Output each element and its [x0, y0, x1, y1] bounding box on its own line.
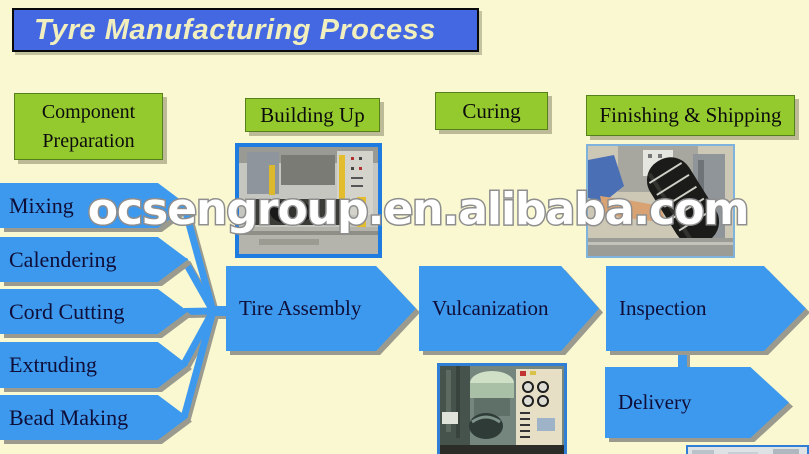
arrow-body: Tire Assembly — [226, 266, 416, 351]
step-arrow-bead-making: Bead Making — [0, 395, 192, 444]
arrow-body: Inspection — [606, 266, 806, 351]
arrow-body: Delivery — [605, 367, 789, 438]
stage-header-label: Curing — [462, 98, 521, 123]
step-arrow-calendering: Calendering — [0, 237, 192, 286]
process-label: Vulcanization — [432, 296, 549, 320]
tire-building-machine-photo — [235, 143, 382, 258]
arrow-body: Calendering — [0, 237, 188, 282]
curing-press-illustration — [440, 366, 564, 454]
step-label: Extruding — [9, 352, 97, 377]
tire-inspection-illustration — [588, 146, 733, 256]
arrow-body: Bead Making — [0, 395, 188, 440]
stage-header-curing: Curing — [435, 92, 548, 130]
process-arrow-vulcanization: Vulcanization — [419, 266, 603, 355]
stage-header-component-preparation: Component Preparation — [14, 93, 163, 160]
curing-press-photo — [437, 363, 567, 454]
title-banner: Tyre Manufacturing Process — [12, 8, 479, 52]
process-label: Tire Assembly — [239, 296, 362, 320]
step-arrow-mixing: Mixing — [0, 183, 192, 232]
step-label: Calendering — [9, 246, 117, 272]
stage-header-building-up: Building Up — [245, 98, 380, 132]
stage-header-finishing-shipping: Finishing & Shipping — [586, 95, 795, 136]
arrow-body: Mixing — [0, 183, 188, 228]
stage-header-label: Component Preparation — [41, 100, 136, 152]
stage-header-label: Finishing & Shipping — [599, 103, 782, 128]
page-title: Tyre Manufacturing Process — [34, 13, 436, 46]
arrow-body: Extruding — [0, 342, 188, 388]
tire-finishing-photo — [586, 144, 735, 258]
warehouse-illustration — [688, 447, 807, 454]
arrow-body: Vulcanization — [419, 266, 599, 351]
step-label: Mixing — [9, 192, 74, 218]
warehouse-photo — [686, 445, 809, 454]
process-arrow-tire-assembly: Tire Assembly — [226, 266, 420, 355]
machinery-illustration — [239, 147, 378, 254]
process-arrow-inspection: Inspection — [606, 266, 809, 355]
process-label: Inspection — [619, 296, 707, 320]
step-arrow-extruding: Extruding — [0, 342, 192, 392]
process-arrow-delivery: Delivery — [605, 367, 793, 442]
step-label: Bead Making — [9, 404, 129, 430]
arrow-body: Cord Cutting — [0, 289, 188, 334]
step-arrow-cord-cutting: Cord Cutting — [0, 289, 192, 338]
step-label: Cord Cutting — [9, 298, 125, 324]
process-label: Delivery — [618, 390, 692, 414]
stage-header-label: Building Up — [260, 102, 365, 127]
